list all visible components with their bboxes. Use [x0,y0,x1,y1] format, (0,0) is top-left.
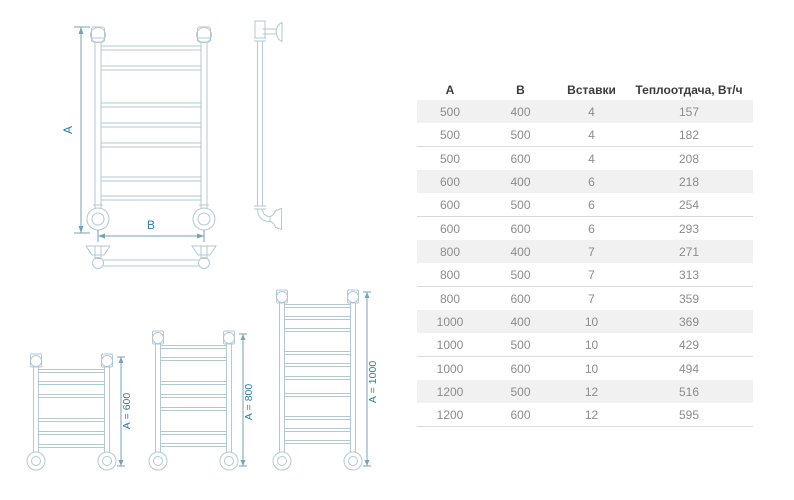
dimension-label-1000: А = 1000 [367,360,379,404]
cell-b: 600 [510,291,531,306]
cell-inserts: 10 [584,361,599,376]
cell-heat: 313 [625,263,753,287]
cell-b: 400 [510,314,531,329]
dimension-line-b [97,230,205,242]
col-header-a: А [445,82,455,97]
table-row: 500 400 4 157 [417,100,753,123]
cell-a: 1000 [436,314,464,329]
cell-b: 600 [510,221,531,236]
table-row: 1200 600 12 595 [417,403,753,427]
cell-a: 500 [417,123,483,147]
col-header-heat: Теплоотдача, Вт/ч [635,82,743,97]
cell-inserts: 4 [588,151,595,166]
cell-b: 600 [510,361,531,376]
cell-inserts: 6 [588,221,595,236]
technical-drawing [26,20,371,471]
dimension-label-600: А = 600 [121,392,133,430]
cell-b: 500 [510,384,531,399]
col-header-b: В [516,82,525,97]
cell-inserts: 12 [558,403,625,427]
cell-heat: 516 [678,384,700,399]
cell-a: 600 [439,174,461,189]
cell-a: 600 [439,221,461,236]
spec-table: А В Вставки Теплоотдача, Вт/ч 500 400 4 … [417,79,753,427]
cell-b: 500 [483,123,558,147]
cell-inserts: 4 [558,123,625,147]
cell-heat: 208 [678,151,700,166]
cell-a: 800 [439,291,461,306]
cell-inserts: 10 [558,333,625,357]
cell-heat: 494 [678,361,700,376]
cell-heat: 157 [678,104,700,119]
cell-heat: 182 [625,123,753,147]
cell-inserts: 7 [588,244,595,259]
cell-inserts: 6 [558,193,625,217]
table-row: 600 400 6 218 [417,170,753,193]
dimension-line-a [74,26,90,234]
cell-a: 800 [417,263,483,287]
table-row: 1000 400 10 369 [417,310,753,333]
cell-inserts: 12 [584,384,599,399]
cell-inserts: 7 [588,291,595,306]
table-row: 500 500 4 182 [417,123,753,147]
cell-a: 1200 [417,403,483,427]
dimension-label-a: А [61,126,75,135]
cell-b: 400 [510,104,531,119]
table-row: 600 500 6 254 [417,193,753,217]
table-row: 800 500 7 313 [417,263,753,287]
bottom-view [85,245,217,269]
cell-b: 400 [510,244,531,259]
cell-inserts: 10 [584,314,599,329]
cell-a: 600 [417,193,483,217]
table-row: 800 400 7 271 [417,240,753,263]
variant-600 [26,353,125,471]
table-row: 1000 500 10 429 [417,333,753,357]
cell-heat: 218 [678,174,700,189]
table-row: 1000 600 10 494 [417,357,753,381]
cell-b: 600 [510,151,531,166]
dimension-label-b: В [146,218,155,232]
cell-heat: 271 [678,244,700,259]
cell-a: 1000 [436,361,464,376]
cell-a: 1200 [436,384,464,399]
front-view [86,26,216,231]
cell-heat: 293 [678,221,700,236]
side-view [254,20,283,231]
table-header-row: А В Вставки Теплоотдача, Вт/ч [417,79,753,100]
cell-b: 500 [483,193,558,217]
cell-inserts: 7 [558,263,625,287]
table-row: 600 600 6 293 [417,217,753,241]
cell-b: 600 [483,403,558,427]
table-row: 1200 500 12 516 [417,380,753,403]
cell-b: 400 [510,174,531,189]
cell-b: 500 [483,263,558,287]
cell-heat: 429 [625,333,753,357]
col-header-inserts: Вставки [567,82,616,97]
table-row: 800 600 7 359 [417,287,753,311]
cell-b: 500 [483,333,558,357]
cell-heat: 595 [625,403,753,427]
variant-800 [148,330,247,471]
cell-a: 1000 [417,333,483,357]
cell-inserts: 4 [588,104,595,119]
cell-a: 500 [439,151,461,166]
variant-1000 [272,289,371,471]
cell-heat: 369 [678,314,700,329]
cell-inserts: 6 [588,174,595,189]
dimension-label-800: А = 800 [243,383,255,421]
table-row: 500 600 4 208 [417,147,753,171]
cell-a: 500 [439,104,461,119]
cell-a: 800 [439,244,461,259]
cell-heat: 254 [625,193,753,217]
cell-heat: 359 [678,291,700,306]
